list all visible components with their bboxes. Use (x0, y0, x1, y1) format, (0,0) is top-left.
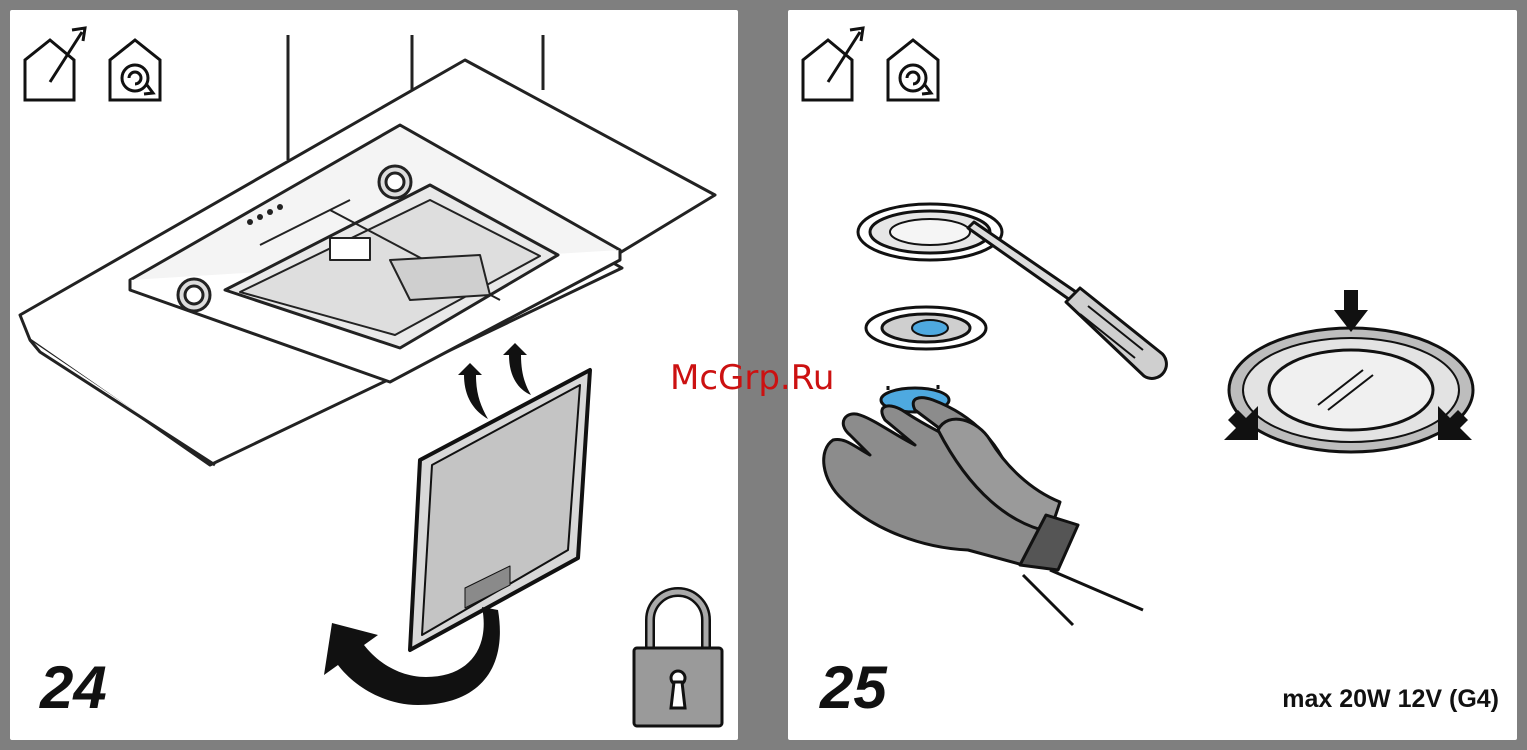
step-25-illustration (788, 10, 1517, 740)
step-number: 25 (820, 658, 887, 718)
screwdriver (968, 222, 1166, 378)
exhaust-house-icon (25, 28, 85, 100)
padlock-icon (634, 592, 722, 726)
grease-filter (410, 370, 590, 650)
recirculation-house-icon (888, 40, 938, 100)
step-number: 24 (40, 658, 107, 718)
recirculation-house-icon (110, 40, 160, 100)
gloved-hand (824, 398, 1143, 625)
lamp-spec: max 20W 12V (G4) (1282, 685, 1499, 714)
cooker-hood (20, 60, 715, 465)
step-25-panel: 25 max 20W 12V (G4) (788, 10, 1517, 740)
lamp-ring (1229, 328, 1473, 452)
step-24-panel: 24 (10, 10, 738, 740)
watermark: McGrp.Ru (670, 358, 834, 398)
lamp-holder (866, 307, 986, 349)
step-24-illustration (10, 10, 738, 740)
exhaust-house-icon (803, 28, 863, 100)
